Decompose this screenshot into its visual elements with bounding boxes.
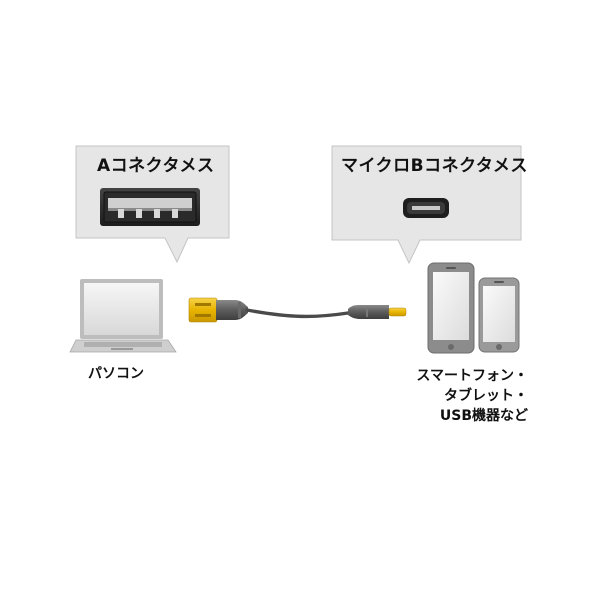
- usb-cable-icon: [188, 297, 407, 323]
- mobile-devices-label: スマートフォン・ タブレット・ USB機器など: [416, 366, 528, 426]
- mobile-label-line2: タブレット・: [444, 388, 528, 404]
- mobile-label-line3: USB機器など: [439, 408, 528, 424]
- laptop-icon: [69, 279, 177, 353]
- a-connector-title: Aコネクタメス: [97, 156, 215, 176]
- pc-label: パソコン: [88, 366, 144, 382]
- micro-b-connector-callout: [331, 145, 522, 265]
- mobile-label-line1: スマートフォン・: [416, 368, 528, 384]
- usb-a-port-icon: [100, 188, 200, 226]
- a-connector-callout: [75, 145, 230, 264]
- micro-b-port-icon: [403, 198, 449, 218]
- micro-b-connector-title: マイクロBコネクタメス: [341, 156, 528, 176]
- smartphone-icon: [427, 262, 520, 354]
